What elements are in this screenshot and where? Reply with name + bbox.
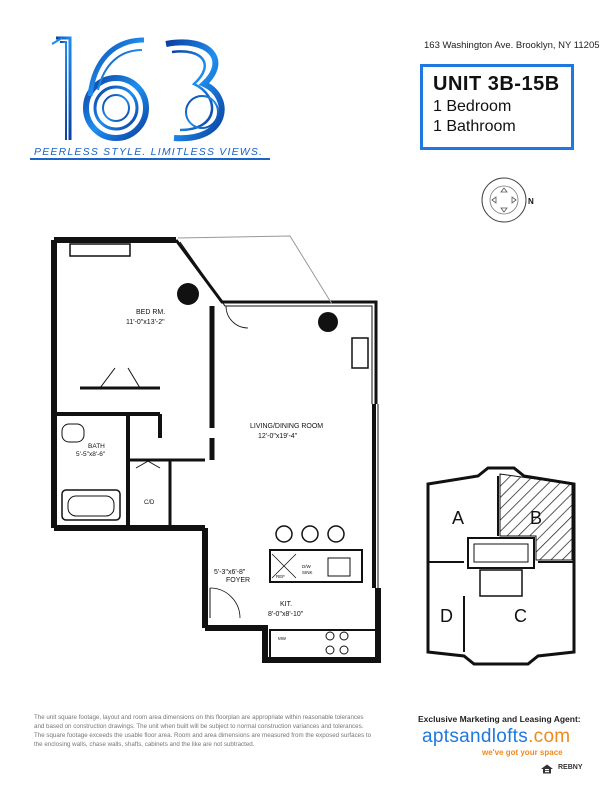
keyplan-label-a: A [452, 508, 464, 528]
bath-dims: 5'-5"x8'-6" [76, 451, 106, 458]
sink-label: SINK [302, 570, 313, 575]
keyplan-label-b: B [530, 508, 542, 528]
living-room-name: LIVING/DINING ROOM [250, 423, 323, 430]
compass-north-label: N [528, 197, 534, 206]
dishwasher-label: D/W [302, 564, 312, 569]
compass-icon: N [481, 177, 534, 223]
fridge-label: REF [276, 574, 285, 579]
unit-bedrooms: 1 Bedroom [433, 98, 512, 115]
agent-logo: aptsandlofts.com [422, 726, 570, 748]
microwave-label: MW [278, 636, 287, 641]
foyer-dims: 5'-3"x6'-8" [214, 569, 246, 576]
unit-bathrooms: 1 Bathroom [433, 118, 516, 135]
floorplan-disclaimer: The unit square footage, layout and room… [34, 714, 372, 748]
bath-name: BATH [88, 443, 105, 450]
keyplan-highlighted-unit [499, 473, 573, 561]
agent-label: Exclusive Marketing and Leasing Agent: [418, 714, 581, 724]
keyplan-label-d: D [440, 606, 453, 626]
building-address: 163 Washington Ave. Brooklyn, NY 11205 [424, 40, 600, 51]
living-room-dims: 12'-0"x19'-4" [258, 433, 298, 440]
unit-info-box: UNIT 3B-15B 1 Bedroom 1 Bathroom [420, 64, 574, 150]
floor-plan: BED RM. 11'-0"x13'-2" LIVING/DINING ROOM… [51, 235, 381, 663]
agent-name-part1: aptsandlofts [422, 726, 529, 747]
rebny-logo: REBNY [558, 764, 583, 771]
kitchen-dims: 8'-0"x8'-10" [268, 611, 304, 618]
tagline: PEERLESS STYLE. LIMITLESS VIEWS. [34, 146, 264, 158]
equal-housing-icon [541, 764, 553, 774]
building-key-plan: A B C D [426, 466, 576, 666]
foyer-name: FOYER [226, 577, 250, 584]
unit-title: UNIT 3B-15B [433, 73, 560, 95]
agent-name-part2: .com [528, 726, 571, 747]
closet-cd-label: C/D [144, 500, 155, 506]
tagline-divider [30, 158, 270, 160]
bedroom-dims: 11'-0"x13'-2" [126, 319, 165, 326]
logo-163: 163 [51, 36, 225, 142]
agent-tagline: we've got your space [482, 748, 563, 757]
bedroom-name: BED RM. [136, 309, 165, 316]
kitchen-name: KIT. [280, 601, 292, 608]
keyplan-label-c: C [514, 606, 527, 626]
